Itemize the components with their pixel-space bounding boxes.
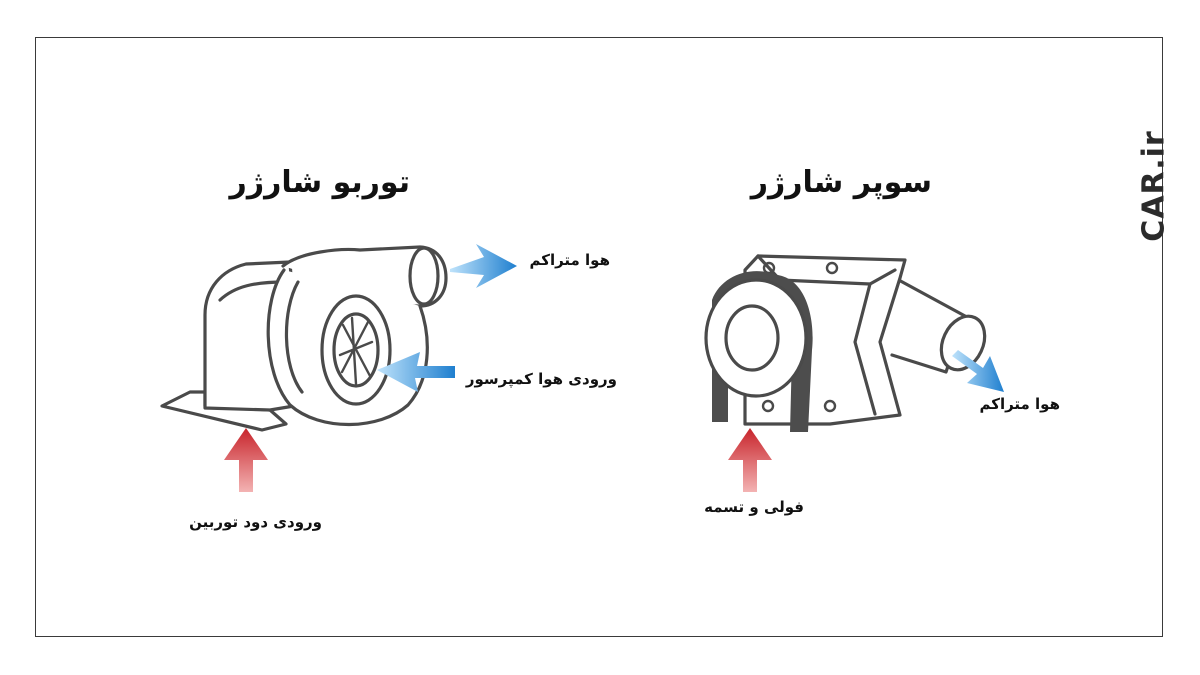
supercharger-title: سوپر شارژر: [750, 165, 932, 200]
brand-logo: CAR.ir: [1137, 130, 1172, 241]
diagram-frame: [35, 37, 1163, 637]
turbocharger-illustration: [160, 245, 448, 432]
super-pulley-arrow: [728, 428, 772, 492]
turbocharger-title: توربو شارژر: [229, 165, 410, 200]
super-outlet-arrow: [952, 350, 1004, 392]
turbo-compressed-air-label: هوا متراکم: [529, 251, 610, 269]
brand-logo-text: CAR.ir: [1136, 130, 1172, 242]
turbo-exhaust-inlet-arrow: [224, 428, 268, 492]
turbo-compressor-inlet-label: ورودی هوا کمپرسور: [465, 370, 617, 388]
super-pulley-belt-label: فولی و تسمه: [704, 498, 804, 516]
super-compressed-air-label: هوا متراکم: [979, 395, 1060, 413]
turbo-compressor-inlet-arrow: [377, 352, 455, 392]
turbo-outlet-arrow: [450, 244, 517, 288]
supercharger-pulley: [704, 278, 808, 398]
turbo-exhaust-inlet-label: ورودی دود توربین: [189, 513, 322, 531]
